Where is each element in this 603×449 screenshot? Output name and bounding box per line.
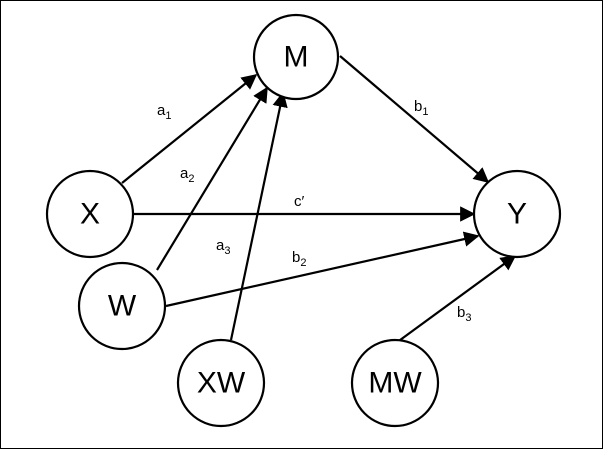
node-mw-circle xyxy=(350,338,440,428)
node-w: W xyxy=(77,261,167,351)
node-mw-label: MW xyxy=(368,367,422,400)
node-w-label: W xyxy=(108,290,137,323)
node-m: M xyxy=(252,13,340,101)
edge-xw-to-m xyxy=(229,91,288,341)
node-y: Y xyxy=(472,169,562,259)
edge-w-to-m xyxy=(156,86,268,271)
label-a1: a1 xyxy=(157,102,171,122)
node-x-circle xyxy=(45,169,135,259)
node-m-label: M xyxy=(284,41,309,74)
node-m-circle xyxy=(252,13,340,101)
edge-x-to-m xyxy=(121,74,258,184)
node-x-label: X xyxy=(80,198,100,231)
edge-w-to-y xyxy=(165,231,480,308)
label-b2: b2 xyxy=(292,249,306,269)
label-a2: a2 xyxy=(180,165,194,185)
node-mw: MW xyxy=(350,338,440,428)
node-xw-circle xyxy=(176,338,266,428)
label-b3: b3 xyxy=(457,304,471,324)
label-cprime: c′ xyxy=(294,193,305,210)
node-xw: XW xyxy=(176,338,266,428)
edge-mw-to-y xyxy=(395,255,517,344)
edges xyxy=(121,55,517,344)
node-x: X xyxy=(45,169,135,259)
label-a3: a3 xyxy=(216,237,230,257)
edge-labels: a1 a2 a3 b1 c′ b2 b3 xyxy=(157,98,471,324)
label-b1: b1 xyxy=(414,98,428,118)
node-w-circle xyxy=(77,261,167,351)
node-xw-label: XW xyxy=(197,367,246,400)
node-y-label: Y xyxy=(507,198,527,231)
node-y-circle xyxy=(472,169,562,259)
edge-m-to-y xyxy=(339,55,490,183)
